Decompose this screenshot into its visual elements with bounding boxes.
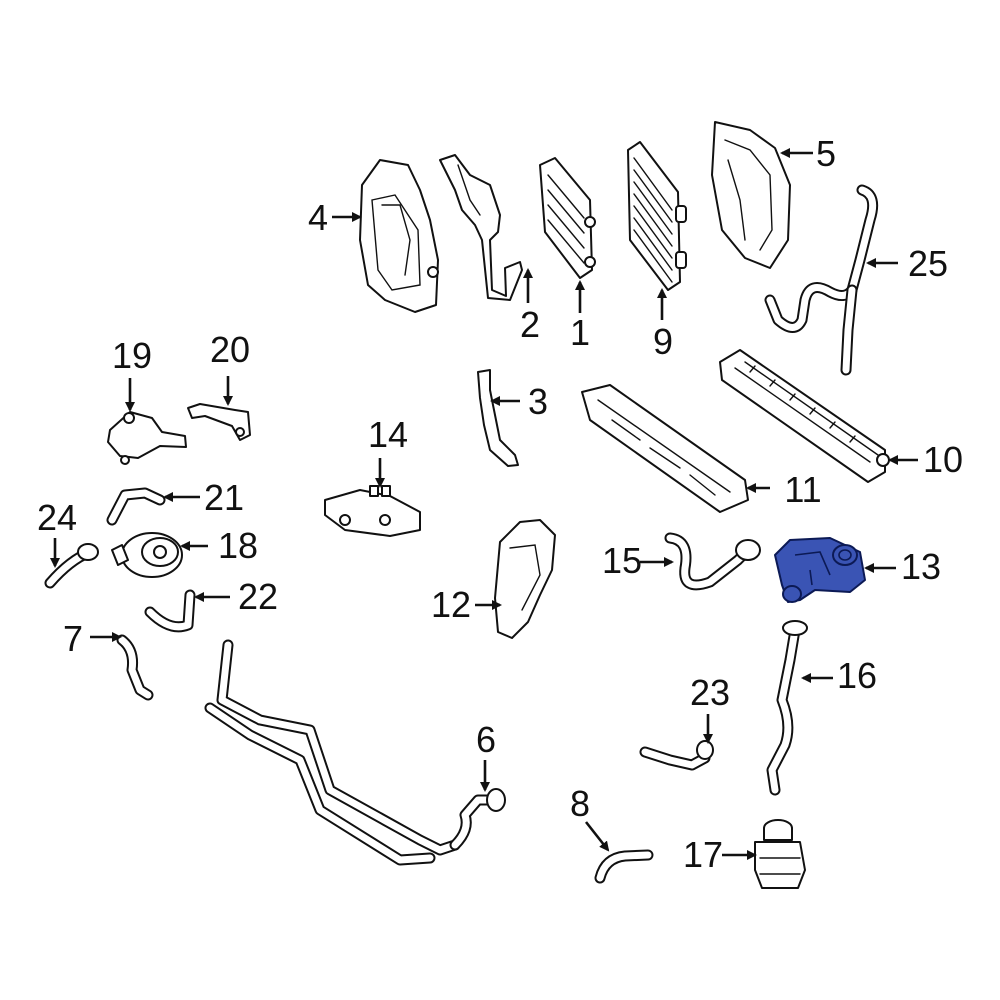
callout-2: 2 xyxy=(520,304,540,345)
part-2-bracket[interactable] xyxy=(439,154,523,301)
part-17-pump[interactable] xyxy=(754,819,806,889)
callout-15: 15 xyxy=(602,540,642,581)
callout-8: 8 xyxy=(570,783,590,824)
callout-11: 11 xyxy=(784,469,821,510)
callout-10: 10 xyxy=(923,439,963,480)
part-4-shroud[interactable] xyxy=(359,159,439,313)
callout-labels: 4 2 1 9 5 25 19 20 3 14 10 11 21 24 18 2… xyxy=(37,133,963,875)
part-20-bracket[interactable] xyxy=(187,403,251,441)
part-15-hose[interactable] xyxy=(664,532,761,591)
part-7-hose[interactable] xyxy=(116,634,154,701)
callout-17: 17 xyxy=(683,834,723,875)
leader-arrows xyxy=(50,148,918,860)
callout-3: 3 xyxy=(528,381,548,422)
callout-7: 7 xyxy=(63,618,83,659)
part-6-line-assembly[interactable] xyxy=(204,639,506,866)
callout-25: 25 xyxy=(908,243,948,284)
part-1-radiator[interactable] xyxy=(539,157,596,279)
callout-21: 21 xyxy=(204,477,244,518)
callout-12: 12 xyxy=(431,584,471,625)
arrow-8 xyxy=(584,821,610,852)
part-8-hose[interactable] xyxy=(594,849,654,884)
part-16-hose[interactable] xyxy=(766,620,808,796)
callout-4: 4 xyxy=(308,197,328,238)
callout-19: 19 xyxy=(112,335,152,376)
callout-13: 13 xyxy=(901,546,941,587)
part-9-condenser[interactable] xyxy=(627,141,687,291)
part-12-cover[interactable] xyxy=(494,519,556,639)
part-18-pump[interactable] xyxy=(111,532,183,578)
part-25-hose[interactable] xyxy=(764,184,879,376)
callout-23: 23 xyxy=(690,672,730,713)
callout-1: 1 xyxy=(570,312,590,353)
part-19-bracket[interactable] xyxy=(107,411,187,465)
part-23-hose[interactable] xyxy=(639,740,714,771)
part-5-housing[interactable] xyxy=(711,121,791,269)
part-3-bracket[interactable] xyxy=(477,369,519,467)
callout-9: 9 xyxy=(653,321,673,362)
part-11-tray[interactable] xyxy=(581,384,749,513)
part-10-intercooler[interactable] xyxy=(719,349,890,483)
callout-14: 14 xyxy=(368,414,408,455)
callout-6: 6 xyxy=(476,719,496,760)
callout-24: 24 xyxy=(37,497,77,538)
part-24-hose[interactable] xyxy=(44,543,99,589)
part-13-highlighted[interactable] xyxy=(774,537,866,603)
callout-5: 5 xyxy=(816,133,836,174)
callout-18: 18 xyxy=(218,525,258,566)
part-22-clamp[interactable] xyxy=(144,589,196,633)
part-14-mount[interactable] xyxy=(324,485,421,537)
callout-22: 22 xyxy=(238,576,278,617)
callout-16: 16 xyxy=(837,655,877,696)
part-21-tube[interactable] xyxy=(106,487,166,526)
callout-20: 20 xyxy=(210,329,250,370)
